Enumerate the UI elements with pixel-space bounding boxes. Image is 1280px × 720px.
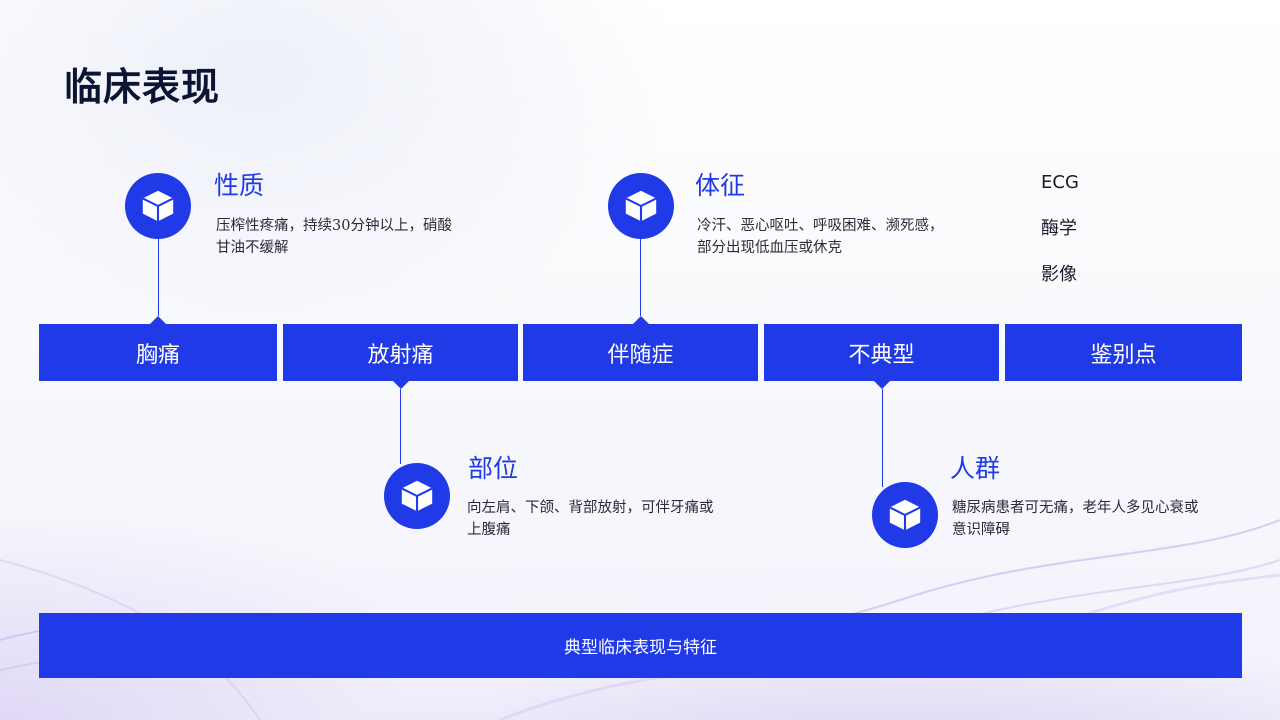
connector-line — [882, 389, 883, 487]
differential-item: ECG — [1041, 172, 1079, 193]
bar-label: 鉴别点 — [1090, 342, 1157, 368]
card-desc-nature: 压榨性疼痛，持续30分钟以上，硝酸甘油不缓解 — [216, 218, 452, 256]
bar-notch — [873, 381, 890, 389]
bar-notch — [150, 316, 166, 324]
differential-list: ECG 酶学 影像 — [1041, 170, 1079, 308]
bar-label: 不典型 — [848, 342, 915, 368]
connector-line — [400, 389, 401, 464]
cube-icon — [125, 173, 191, 239]
bar-atypical: 不典型 — [764, 324, 999, 389]
bar-notch — [392, 381, 409, 389]
card-desc-signs: 冷汗、恶心呕吐、呼吸困难、濒死感，部分出现低血压或休克 — [697, 218, 944, 256]
bar-notch — [632, 316, 649, 324]
footer-banner: 典型临床表现与特征 — [39, 613, 1242, 678]
card-title-location: 部位 — [468, 454, 519, 483]
card-title-signs: 体征 — [695, 171, 746, 200]
differential-item: 酶学 — [1041, 218, 1077, 239]
card-title-population: 人群 — [950, 454, 1001, 483]
bar-label: 放射痛 — [367, 342, 434, 368]
bar-accompanying-symptoms: 伴随症 — [523, 316, 758, 381]
card-desc-population: 糖尿病患者可无痛，老年人多见心衰或意识障碍 — [952, 500, 1199, 538]
bar-differential: 鉴别点 — [1005, 324, 1242, 381]
bar-label: 伴随症 — [607, 342, 674, 368]
card-desc-location: 向左肩、下颌、背部放射，可伴牙痛或上腹痛 — [467, 500, 714, 538]
differential-item: 影像 — [1041, 264, 1077, 285]
bar-radiating-pain: 放射痛 — [283, 324, 518, 389]
bar-chest-pain: 胸痛 — [39, 316, 277, 381]
card-title-nature: 性质 — [214, 171, 265, 200]
connector-line — [640, 238, 641, 316]
cube-icon — [384, 463, 450, 529]
footer-label: 典型临床表现与特征 — [564, 638, 717, 658]
page-title: 临床表现 — [64, 65, 221, 109]
bar-label: 胸痛 — [135, 342, 180, 368]
connector-line — [158, 238, 159, 316]
cube-icon — [608, 173, 674, 239]
cube-icon — [872, 482, 938, 548]
